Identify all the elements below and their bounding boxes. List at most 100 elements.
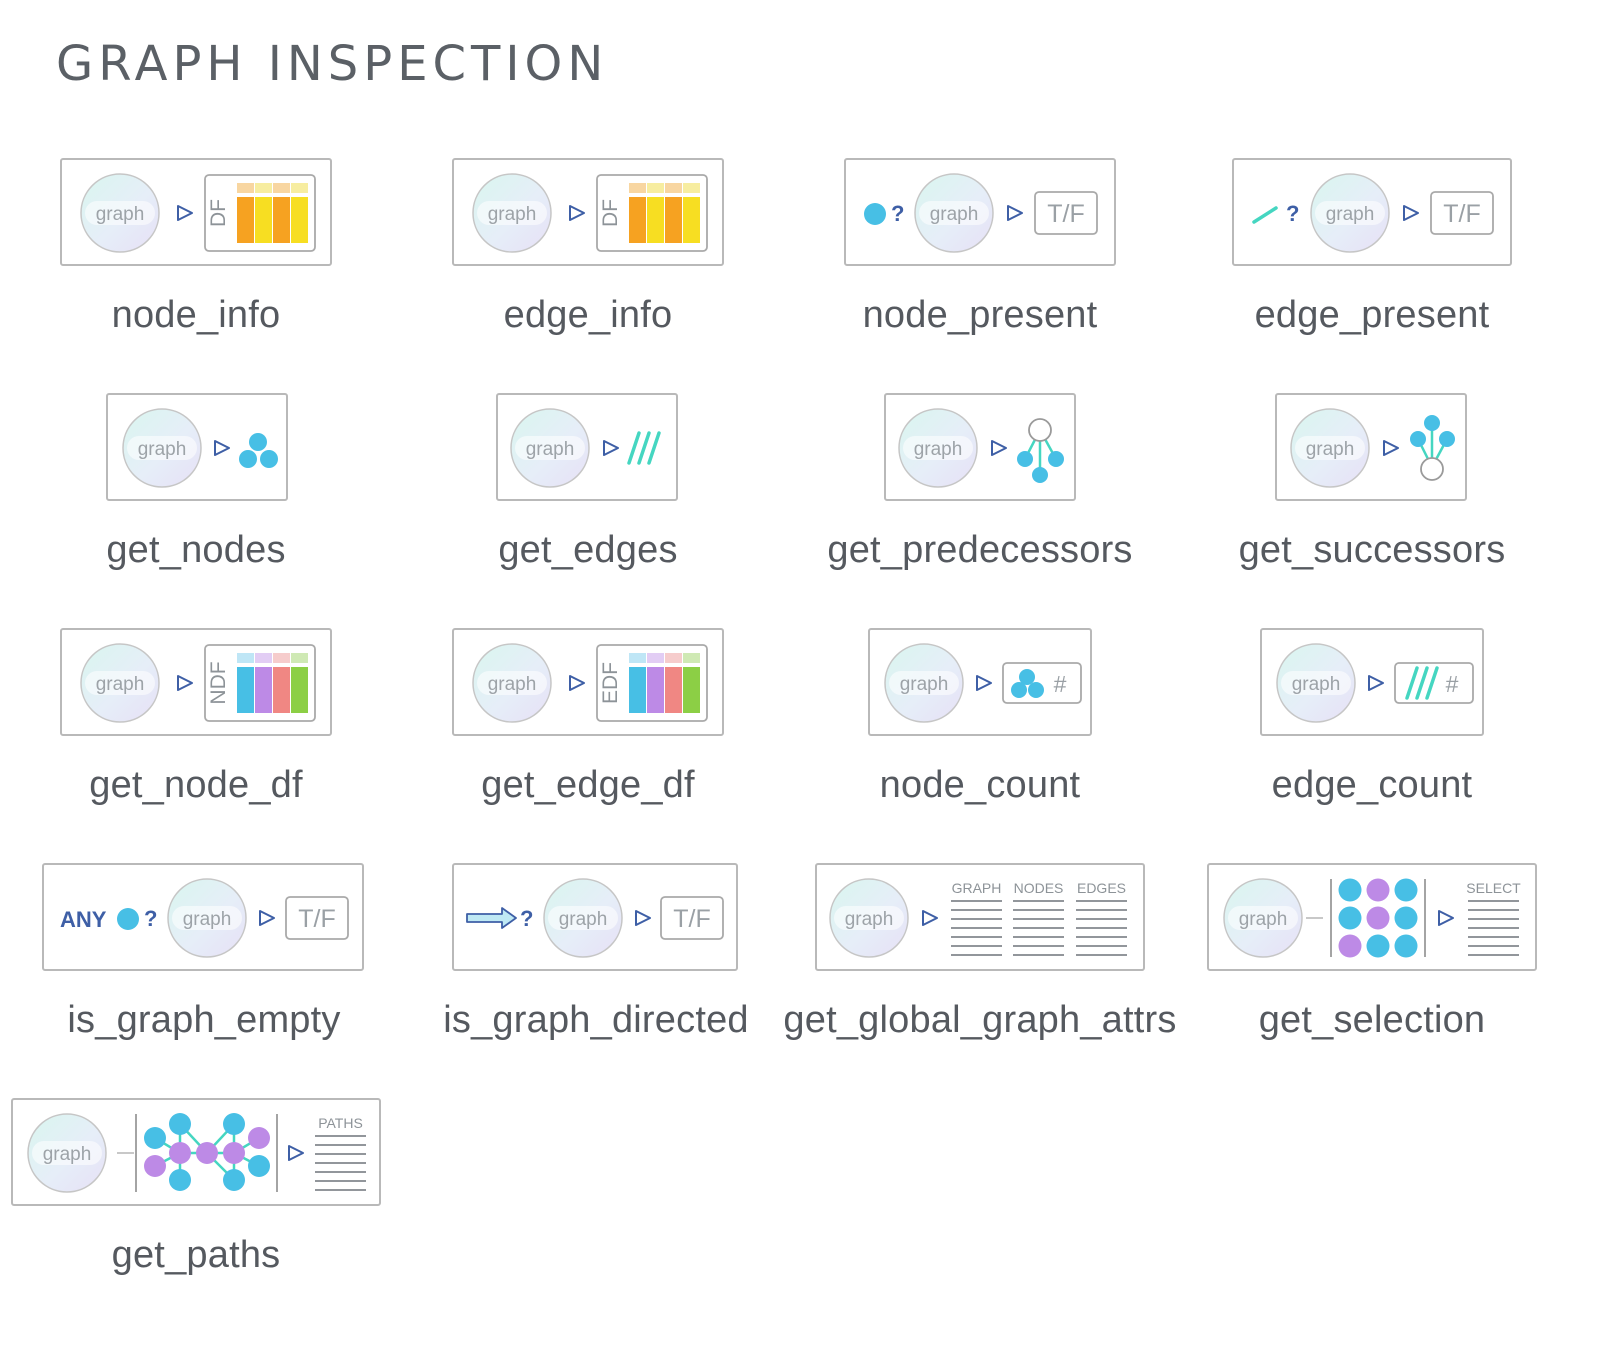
graph-label-backdrop (1228, 906, 1298, 930)
graph-label-backdrop (903, 436, 973, 460)
output-arrow-icon (1368, 675, 1384, 691)
graph-label-backdrop (1315, 201, 1385, 225)
edge-line (1415, 666, 1429, 700)
edge-line (1252, 206, 1278, 224)
graph-label-backdrop (1281, 671, 1351, 695)
graph-label: graph (914, 439, 963, 460)
tf-label: T/F (1047, 200, 1085, 228)
graph-label: graph (845, 909, 894, 930)
get-paths-card[interactable]: graph PATHS (11, 1098, 381, 1206)
dataframe-column (237, 667, 254, 713)
dataframe-column-header (629, 653, 646, 663)
edge-count-card[interactable]: graph# (1260, 628, 1484, 736)
selection-node (1366, 906, 1390, 930)
function-name-node-count: node_count (879, 764, 1081, 806)
graph-circle-icon: graph (898, 408, 978, 488)
hash-label: # (1054, 671, 1067, 697)
graph-label-backdrop (834, 906, 904, 930)
selection-node (1366, 934, 1390, 958)
dataframe-column (255, 197, 272, 243)
table-header: SELECT (1466, 880, 1521, 896)
output-arrow-icon (288, 1145, 304, 1161)
dataframe-column (273, 197, 290, 243)
get-selection-card[interactable]: graph SELECT (1207, 863, 1537, 971)
path-node (144, 1155, 166, 1177)
graph-label: graph (1239, 909, 1288, 930)
node-icon (1424, 415, 1440, 431)
node-icon (1028, 682, 1044, 698)
selection-node (1394, 878, 1418, 902)
dataframe-column (683, 197, 700, 243)
node-info-card[interactable]: graph DF (60, 158, 332, 266)
edge-count-icon: graph# (1276, 643, 1474, 723)
function-name-get-node-df: get_node_df (89, 764, 303, 806)
graph-label: graph (96, 204, 145, 225)
selection-node (1366, 878, 1390, 902)
graph-circle-icon: graph (80, 173, 160, 253)
dataframe-column-header (237, 183, 254, 193)
graph-circle-icon: graph (472, 643, 552, 723)
graph-circle-icon: graph (1290, 408, 1370, 488)
node-icon (1048, 451, 1064, 467)
path-node (169, 1113, 191, 1135)
node-count-card[interactable]: graph# (868, 628, 1092, 736)
function-name-get-edges: get_edges (498, 529, 678, 571)
edge-line (647, 431, 661, 465)
function-name-is-graph-empty: is_graph_empty (67, 999, 341, 1041)
get-edges-card[interactable]: graph (496, 393, 678, 501)
graph-label: graph (930, 204, 979, 225)
graph-label-backdrop (127, 436, 197, 460)
dataframe-column-header (273, 183, 290, 193)
graph-label: graph (488, 204, 537, 225)
graph-circle-icon: graph (829, 878, 909, 958)
edge-line (1405, 666, 1419, 700)
output-arrow-icon (635, 910, 651, 926)
output-arrow-icon (1403, 205, 1419, 221)
paths-icon: graph PATHS (27, 1113, 366, 1193)
dataframe-label: DF (599, 199, 622, 227)
node-icon (249, 433, 267, 451)
node-icon (1439, 431, 1455, 447)
graph-circle-icon: graph (510, 408, 590, 488)
table-header: PATHS (318, 1115, 363, 1131)
df-icon: graph DF (472, 173, 708, 253)
output-arrow-icon (1438, 910, 1454, 926)
tf-box (1034, 191, 1098, 235)
table-header: EDGES (1077, 880, 1126, 896)
query-node (1028, 418, 1052, 442)
dataframe-column-header (255, 653, 272, 663)
graph-circle-icon: graph (27, 1113, 107, 1193)
graph-label-backdrop (1295, 436, 1365, 460)
graph-circle-icon: graph (472, 173, 552, 253)
graph-circle-icon: graph (1223, 878, 1303, 958)
dataframe-label: DF (207, 199, 230, 227)
selection-node (1338, 878, 1362, 902)
graph-label-backdrop (172, 906, 242, 930)
dataframe-column-header (629, 183, 646, 193)
function-name-edge-info: edge_info (503, 294, 673, 336)
graph-label-backdrop (515, 436, 585, 460)
graph-label-backdrop (477, 671, 547, 695)
edges-icon (1405, 666, 1439, 700)
graph-circle-icon: graph (80, 643, 160, 723)
get-predecessors-card[interactable]: graph (884, 393, 1076, 501)
edge-info-card[interactable]: graph DF (452, 158, 724, 266)
dataframe-column-header (647, 183, 664, 193)
output-arrow-icon (569, 205, 585, 221)
function-name-is-graph-directed: is_graph_directed (443, 999, 749, 1041)
edge-line (637, 431, 651, 465)
df-icon: graph DF (80, 173, 316, 253)
dataframe-column (665, 197, 682, 243)
get-nodes-card[interactable]: graph (106, 393, 288, 501)
path-node (223, 1142, 245, 1164)
get-successors-card[interactable]: graph (1275, 393, 1467, 501)
